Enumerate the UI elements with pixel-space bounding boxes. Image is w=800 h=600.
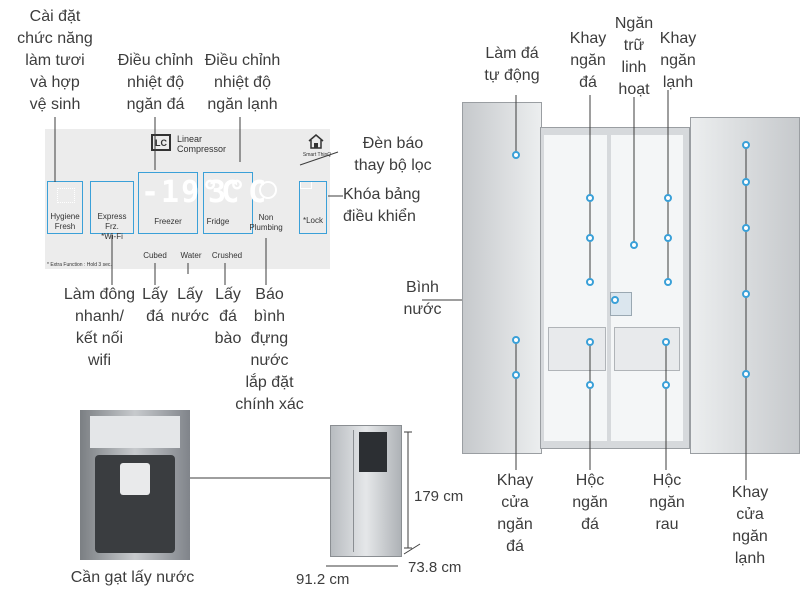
control-panel: LC Linear Compressor Smart ThinQ Hygiene… — [45, 129, 331, 269]
freezer-door — [462, 102, 542, 454]
express-freeze-button[interactable]: Express Frz. *Wi-Fi — [90, 181, 134, 241]
callout-filter-light: Đèn báo thay bộ lọc — [354, 135, 432, 174]
open-fridge-image — [462, 102, 800, 454]
ice-drawer — [548, 327, 606, 371]
callout-fridge-tray: Khay ngăn lạnh — [659, 30, 697, 91]
callout-water-tank: Bình nước — [403, 279, 442, 318]
hygiene-fresh-button[interactable]: Hygiene Fresh — [47, 181, 83, 234]
callout-cubed: Lấy đá — [142, 286, 168, 325]
callout-lock: Khóa bảng điều khiển — [343, 186, 421, 225]
width-dimension: 91.2 cm — [296, 571, 350, 588]
callout-ice-drawer: Hộc ngăn đá — [572, 472, 608, 533]
callout-freezer-temp: Điều chỉnh nhiệt độ ngăn đá — [117, 52, 194, 113]
height-dimension: 179 cm — [414, 488, 464, 505]
depth-dimension: 73.8 cm — [408, 559, 462, 576]
callout-refresh: Cài đặt chức năng làm tươi và hợp vệ sin… — [17, 8, 93, 113]
callout-plumbing: Báo bình đựng nước lắp đặt chính xác — [235, 286, 304, 413]
smart-thinq-label: Smart ThinQ — [302, 152, 332, 158]
dispenser-closeup — [80, 410, 190, 560]
hygiene-icon — [57, 188, 75, 203]
water-label: Water — [180, 251, 202, 260]
filter-indicator-icon — [259, 181, 277, 199]
lock-button[interactable]: *Lock — [299, 181, 327, 234]
fridge-display: 3°C — [208, 175, 269, 210]
callout-veg-drawer: Hộc ngăn rau — [649, 472, 685, 533]
freezer-display: -19°C — [141, 175, 242, 210]
cubed-label: Cubed — [143, 251, 167, 260]
water-tank — [610, 292, 632, 316]
water-lever[interactable] — [120, 463, 150, 495]
fridge-temp-button[interactable]: 3°C Fridge — [203, 172, 266, 234]
freezer-compartment — [544, 135, 607, 441]
fridge-door — [690, 117, 800, 454]
callout-fridge-temp: Điều chỉnh nhiệt độ ngăn lạnh — [204, 52, 281, 113]
callout-auto-ice: Làm đá tự động — [484, 45, 540, 84]
callout-flex-shelf: Ngăn trữ linh hoạt — [614, 15, 654, 98]
extra-function-note: * Extra Function : Hold 3 sec. — [47, 262, 112, 268]
callout-crushed: Lấy đá bào — [214, 286, 242, 347]
crushed-label: Crushed — [211, 251, 243, 260]
dispenser-panel — [90, 416, 180, 448]
freezer-temp-button[interactable]: -19°C Freezer — [138, 172, 239, 234]
fridge-small-image — [330, 425, 402, 557]
door-seam — [353, 430, 354, 552]
callout-dispenser-lever: Cần gạt lấy nước — [70, 569, 195, 586]
callout-ice-tray: Khay ngăn đá — [569, 30, 607, 91]
fridge-compartment — [611, 135, 683, 441]
instaview-panel — [359, 432, 387, 472]
callout-express: Làm đông nhanh/ kết nối wifi — [63, 286, 136, 369]
veg-drawer — [614, 327, 680, 371]
non-plumbing-label: Non Plumbing — [249, 213, 283, 232]
callout-freezer-door-tray: Khay cửa ngăn đá — [496, 472, 534, 555]
lc-badge: LC — [151, 134, 171, 151]
compressor-label: Linear Compressor — [177, 134, 227, 154]
home-icon — [307, 133, 325, 154]
callout-water: Lấy nước — [170, 286, 210, 325]
callout-fridge-door-tray: Khay cửa ngăn lạnh — [731, 484, 769, 567]
